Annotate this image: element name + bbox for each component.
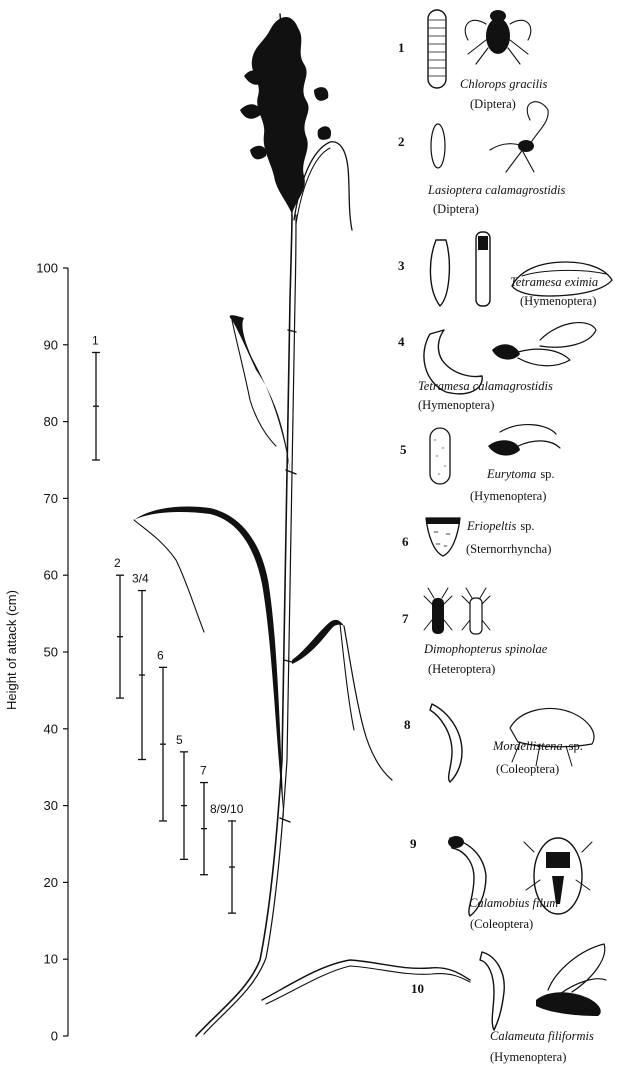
species-8-number: 8	[404, 717, 411, 732]
insect-illustrations	[424, 10, 612, 1030]
y-tick-label: 40	[44, 721, 58, 736]
species-6-order: (Sternorrhyncha)	[466, 542, 551, 556]
species-10-name: Calameuta filiformis	[490, 1029, 594, 1043]
y-tick-label: 10	[44, 952, 58, 967]
y-tick-label: 50	[44, 645, 58, 660]
insect-2-illustration	[431, 102, 548, 172]
species-8-order: (Coleoptera)	[496, 762, 559, 776]
species-3-number: 3	[398, 258, 405, 273]
range-bar-label: 7	[200, 764, 207, 778]
grass-plant-illustration	[134, 14, 470, 1036]
species-5-suffix: sp.	[540, 467, 554, 481]
species-7-name: Dimophopterus spinolae	[423, 642, 548, 656]
species-2-name: Lasioptera calamagrostidis	[427, 183, 566, 197]
insect-7-illustration	[424, 588, 490, 634]
y-tick-label: 30	[44, 798, 58, 813]
species-4-order: (Hymenoptera)	[418, 398, 494, 412]
species-9-name: Calamobius filum	[469, 896, 558, 910]
species-8-suffix: sp.	[569, 739, 583, 753]
species-1-order: (Diptera)	[470, 97, 516, 111]
species-6-name: Eriopeltis	[466, 519, 516, 533]
species-10-order: (Hymenoptera)	[490, 1050, 566, 1064]
range-bar-2: 2	[114, 556, 124, 698]
y-tick-label: 100	[36, 261, 58, 276]
species-8-name: Mordellistena	[492, 739, 563, 753]
species-4-name: Tetramesa calamagrostidis	[418, 379, 553, 393]
range-bar-7: 7	[200, 764, 208, 875]
species-8-name-line: Mordellistena sp.	[492, 739, 583, 753]
y-tick-label: 70	[44, 491, 58, 506]
y-axis-label: Height of attack (cm)	[4, 590, 19, 710]
species-6-number: 6	[402, 534, 409, 549]
species-5-number: 5	[400, 442, 407, 457]
species-5-name-line: Eurytoma sp.	[486, 467, 555, 481]
y-tick-label: 20	[44, 875, 58, 890]
y-tick-label: 90	[44, 337, 58, 352]
species-6-name-line: Eriopeltis sp.	[466, 519, 535, 533]
range-bar-3/4: 3/4	[132, 572, 149, 760]
species-5-order: (Hymenoptera)	[470, 489, 546, 503]
y-tick-label: 80	[44, 414, 58, 429]
y-axis: Height of attack (cm) 0 10 20 30 40 50 60 70 80 9…	[4, 261, 68, 1044]
species-7-number: 7	[402, 611, 409, 626]
species-6-suffix: sp.	[520, 519, 534, 533]
y-tick-label: 60	[44, 568, 58, 583]
species-5-name: Eurytoma	[486, 467, 536, 481]
species-3-name: Tetramesa eximia	[510, 275, 598, 289]
range-bar-label: 1	[92, 333, 99, 347]
range-bar-6: 6	[157, 648, 167, 821]
range-bar-label: 3/4	[132, 572, 149, 586]
range-bar-label: 8/9/10	[210, 802, 244, 816]
y-tick-label: 0	[51, 1029, 58, 1044]
species-4-number: 4	[398, 334, 405, 349]
range-bar-1: 1	[92, 333, 100, 460]
species-2-number: 2	[398, 134, 405, 149]
panicle	[240, 14, 331, 215]
species-2-order: (Diptera)	[433, 202, 479, 216]
species-3-order: (Hymenoptera)	[520, 294, 596, 308]
insect-10-illustration	[480, 944, 606, 1030]
species-1-number: 1	[398, 40, 405, 55]
range-bar-5: 5	[176, 733, 188, 860]
insect-6-illustration	[426, 518, 460, 556]
range-bar-8/9/10: 8/9/10	[210, 802, 244, 913]
species-10-number: 10	[411, 981, 424, 996]
species-7-order: (Heteroptera)	[428, 662, 495, 676]
species-9-number: 9	[410, 836, 417, 851]
range-bar-label: 2	[114, 556, 121, 570]
range-bars: 1 2 3/4 6 5 7 8/9/10	[92, 333, 244, 913]
range-bar-label: 6	[157, 648, 164, 662]
species-9-order: (Coleoptera)	[470, 917, 533, 931]
species-1-name: Chlorops gracilis	[460, 77, 548, 91]
range-bar-label: 5	[176, 733, 183, 747]
